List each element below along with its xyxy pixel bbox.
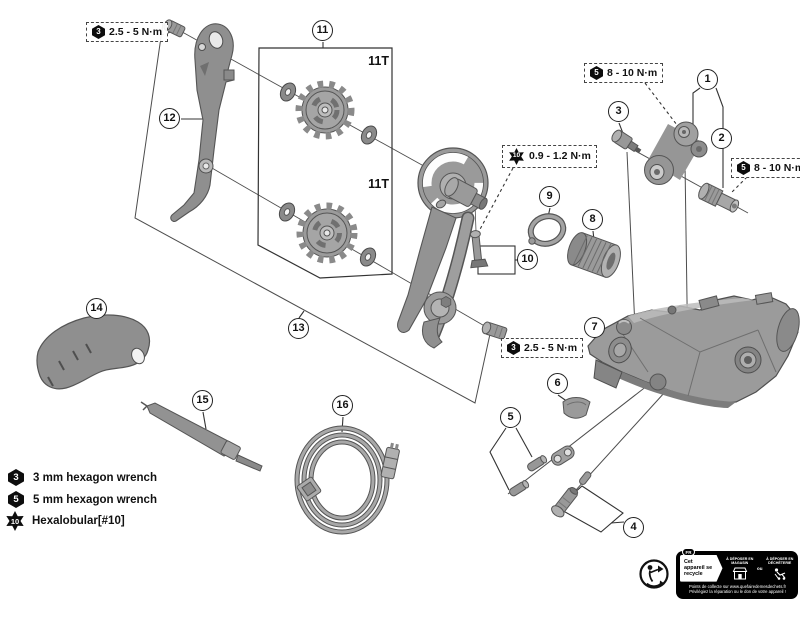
part-number-badge-15: 15	[192, 390, 213, 411]
torque-value: 0.9 - 1.2 N·m	[529, 150, 591, 163]
part-number-badge-14: 14	[86, 298, 107, 319]
pulley-teeth-label-upper: 11T	[368, 54, 389, 68]
adjust-bolt	[611, 129, 642, 154]
torque-label-bracket: 5 8 - 10 N·m	[584, 63, 664, 83]
electric-wire-coil	[294, 425, 400, 535]
derailleur-body	[587, 292, 800, 408]
hex-wrench-icon: 3	[92, 25, 105, 39]
legend-row-5mm: 5 5 mm hexagon wrench	[8, 491, 157, 508]
recycle-footer: Points de collecte sur www.quefairedemes…	[688, 583, 787, 595]
part-number-badge-7: 7	[584, 317, 605, 338]
dechetterie-icon	[774, 568, 786, 580]
coil-spring	[567, 232, 621, 278]
recycle-headline: Cet appareil se recycle	[680, 555, 723, 582]
torque-value: 2.5 - 5 N·m	[524, 341, 578, 354]
part-number-badge-11: 11	[312, 20, 333, 41]
mount-bolt-set	[551, 471, 592, 518]
lower-plate-bolt	[481, 321, 508, 340]
part-number-badge-16: 16	[332, 395, 353, 416]
reference-lines	[134, 22, 749, 513]
hex-wrench-icon: 5	[737, 161, 750, 175]
hex-wrench-icon: 5	[590, 66, 603, 80]
hexalobular-icon: 10	[6, 511, 24, 531]
recycle-label: FR Cet appareil se recycle À DÉPOSER EN …	[636, 548, 800, 603]
triman-icon	[639, 559, 669, 589]
bracket-axle-unit	[644, 121, 708, 185]
part-number-badge-6: 6	[547, 373, 568, 394]
tool-rod	[140, 401, 263, 472]
part-number-badge-4: 4	[623, 517, 644, 538]
legend-row-hexalobular: 10 Hexalobular[#10]	[5, 511, 125, 531]
pulley-set-box	[257, 47, 393, 279]
lower-pulley	[278, 202, 377, 267]
part-number-badge-8: 8	[582, 209, 603, 230]
cap-bolt	[616, 319, 632, 335]
outer-plate-assembly	[397, 147, 489, 349]
torque-label-stopper: 10 0.9 - 1.2 N·m	[502, 145, 597, 168]
wire-plug	[380, 442, 400, 480]
torque-value: 2.5 - 5 N·m	[109, 25, 163, 38]
part-number-badge-2: 2	[711, 128, 732, 149]
stopper-bolt	[469, 230, 489, 269]
recycle-option-dechetterie: À DÉPOSER EN DÉCHÈTERIE	[765, 557, 796, 580]
info-tri-label: FR Cet appareil se recycle À DÉPOSER EN …	[676, 548, 798, 599]
torque-label-axle: 5 8 - 10 N·m	[731, 158, 800, 178]
legend-label: 3 mm hexagon wrench	[33, 471, 157, 484]
torque-value: 8 - 10 N·m	[607, 66, 658, 79]
inner-plate	[170, 23, 235, 222]
pulley-teeth-label-lower: 11T	[368, 177, 389, 191]
recycle-option-store: À DÉPOSER EN MAGASIN	[725, 557, 756, 580]
hex-wrench-icon: 3	[8, 469, 24, 486]
part-number-badge-3: 3	[608, 101, 629, 122]
part-number-badge-12: 12	[159, 108, 180, 129]
bracket-axle	[698, 182, 740, 213]
legend-row-3mm: 3 3 mm hexagon wrench	[8, 469, 157, 486]
part-number-badge-13: 13	[288, 318, 309, 339]
part-number-badge-9: 9	[539, 186, 560, 207]
recycle-separator: ou	[757, 565, 763, 571]
upper-pulley	[279, 80, 378, 145]
part-number-badge-1: 1	[697, 69, 718, 90]
part-number-badge-10: 10	[517, 249, 538, 270]
part-number-badge-5: 5	[500, 407, 521, 428]
hex-wrench-icon: 5	[8, 491, 24, 508]
skid-plate	[562, 397, 591, 419]
legend-label: Hexalobular[#10]	[32, 515, 125, 527]
chain-stabilizer-plate	[36, 314, 151, 390]
pin-set	[509, 445, 575, 497]
torque-label-bottom: 3 2.5 - 5 N·m	[501, 338, 584, 358]
hex-wrench-icon: 3	[507, 341, 520, 355]
store-icon	[732, 567, 748, 580]
torque-value: 8 - 10 N·m	[754, 161, 800, 174]
snap-ring	[527, 213, 567, 247]
hexalobular-icon: 10	[509, 148, 524, 165]
legend-label: 5 mm hexagon wrench	[33, 493, 157, 506]
wire-clip	[296, 476, 322, 502]
torque-label-top-left: 3 2.5 - 5 N·m	[86, 22, 169, 42]
